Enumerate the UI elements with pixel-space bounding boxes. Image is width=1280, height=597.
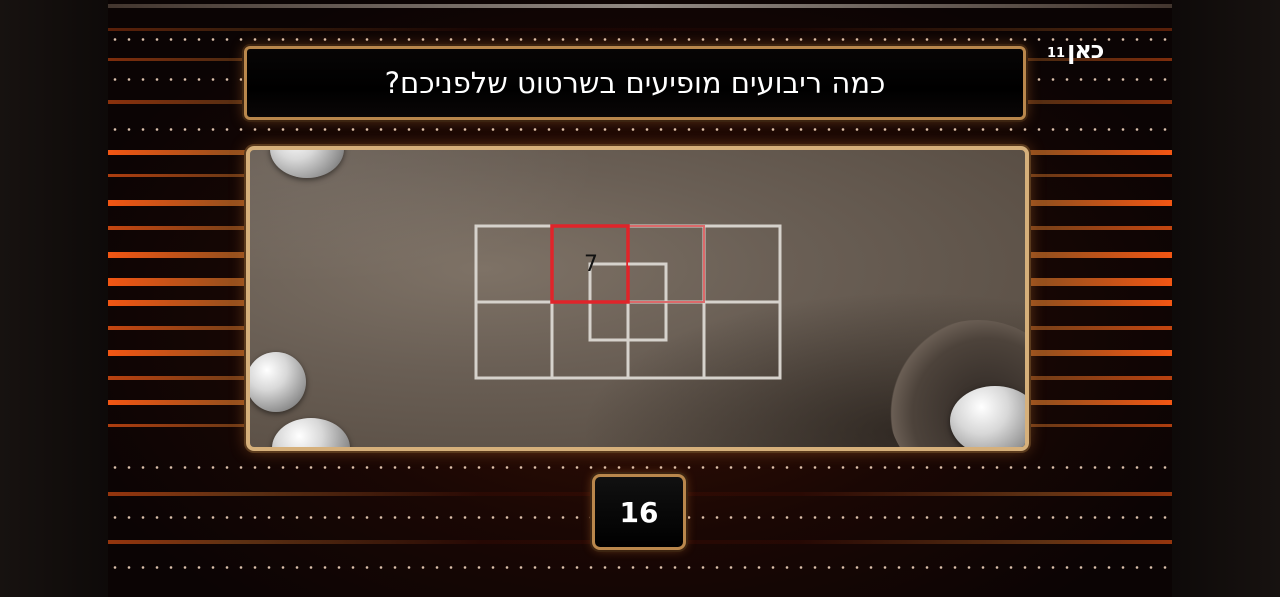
light-dots — [108, 566, 1172, 569]
letterbox-right — [1172, 0, 1280, 597]
timer-value: 16 — [619, 495, 659, 529]
channel-number: 11 — [1047, 45, 1066, 61]
channel-name: כאן — [1067, 36, 1104, 64]
square-count-label: 7 — [584, 252, 598, 277]
decor-ball — [250, 352, 306, 412]
top-metal-bar — [108, 4, 1172, 8]
light-dots — [108, 466, 1172, 469]
light-dots — [108, 38, 1172, 41]
letterbox-left — [0, 0, 108, 597]
timer-box: 16 — [592, 474, 686, 550]
light-dots — [108, 128, 1172, 131]
question-text: כמה ריבועים מופיעים בשרטוט שלפניכם? — [384, 66, 886, 100]
channel-logo: 11 כאן — [1047, 36, 1104, 64]
decor-ball — [950, 386, 1025, 447]
stripe — [108, 28, 1172, 31]
question-panel: כמה ריבועים מופיעים בשרטוט שלפניכם? — [244, 46, 1026, 120]
squares-figure — [474, 224, 782, 380]
puzzle-board: 7 — [246, 146, 1029, 451]
